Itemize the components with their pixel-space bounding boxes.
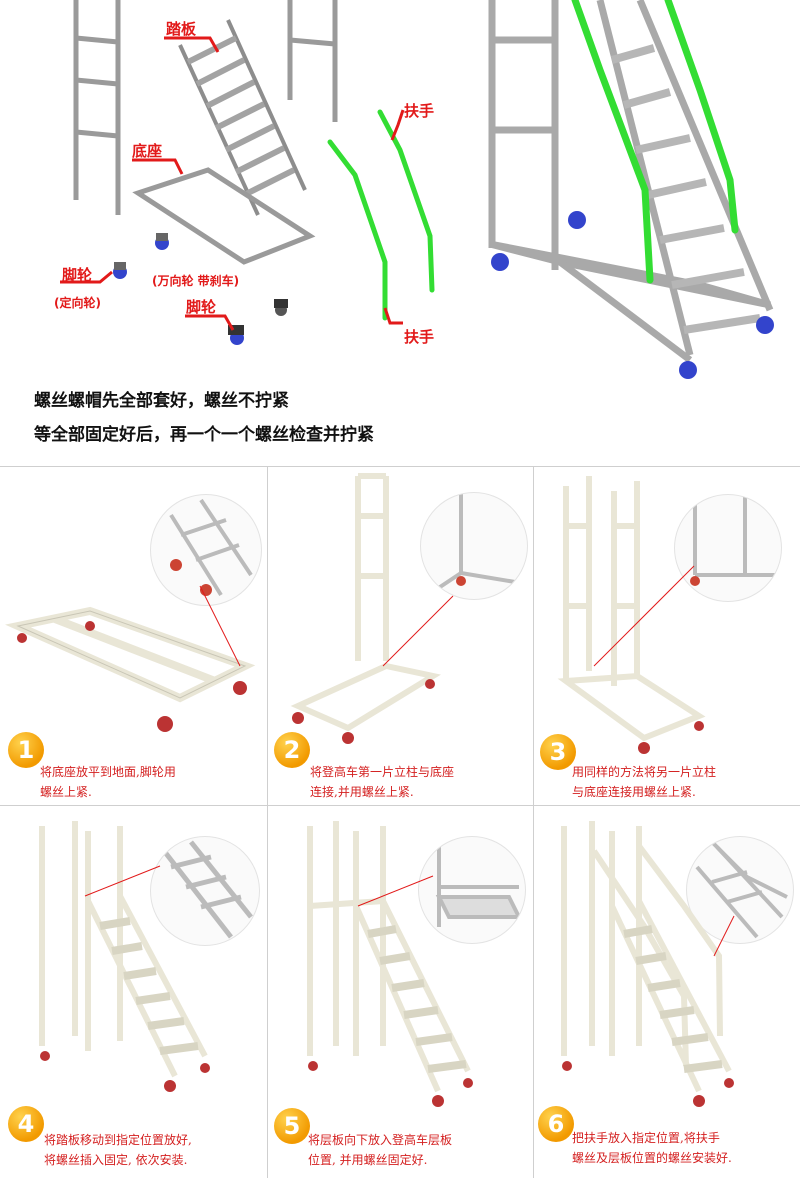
step-description-line2: 螺丝及层板位置的螺丝安装好. <box>572 1151 732 1165</box>
exploded-parts-illustration <box>60 0 800 380</box>
handrail-illustration <box>561 821 735 1107</box>
label-base: 底座 <box>132 142 163 160</box>
platform-illustration <box>307 821 473 1107</box>
label-handrail-lower: 扶手 <box>404 328 435 346</box>
step-description-line1: 将层板向下放入登高车层板 <box>308 1133 453 1147</box>
step-description-line2: 螺丝上紧. <box>40 785 92 799</box>
grid-top-divider <box>0 466 800 467</box>
step-description-line2: 位置, 并用螺丝固定好. <box>308 1153 428 1167</box>
base-frame-illustration <box>5 585 256 732</box>
step-description-line1: 把扶手放入指定位置,将扶手 <box>572 1131 720 1145</box>
step-number-badge: 2 <box>274 732 310 768</box>
step-description-line1: 将踏板移动到指定位置放好, <box>44 1133 192 1147</box>
zoom-inset <box>420 492 528 600</box>
step-number-badge: 3 <box>540 734 576 770</box>
instruction-line-2: 等全部固定好后，再一个一个螺丝检查并拧紧 <box>34 425 374 445</box>
step-card: 2 将登高车第一片立柱与底座 连接,并用螺丝上紧. <box>268 466 534 806</box>
caster-icon <box>113 233 288 345</box>
step-description-line1: 将底座放平到地面,脚轮用 <box>40 765 176 779</box>
label-handrail-upper: 扶手 <box>404 102 435 120</box>
step-description-line2: 将螺丝插入固定, 依次安装. <box>44 1153 188 1167</box>
zoom-inset <box>686 836 794 944</box>
step-card: 3 用同样的方法将另一片立柱 与底座连接用螺丝上紧. <box>534 466 800 806</box>
step-number-badge: 6 <box>538 1106 574 1142</box>
step-card: 5 将层板向下放入登高车层板 位置, 并用螺丝固定好. <box>268 806 534 1178</box>
label-tread: 踏板 <box>166 20 197 38</box>
instruction-line-1: 螺丝螺帽先全部套好，螺丝不拧紧 <box>34 391 289 411</box>
step-description-line1: 用同样的方法将另一片立柱 <box>572 765 717 779</box>
step-card: 4 将踏板移动到指定位置放好, 将螺丝插入固定, 依次安装. <box>0 806 268 1178</box>
step-card: 1 将底座放平到地面,脚轮用 螺丝上紧. <box>0 466 268 806</box>
label-caster-swivel: 脚轮 <box>186 298 217 316</box>
label-caster-swivel-note: (万向轮 带刹车) <box>152 274 240 288</box>
step-description-line1: 将登高车第一片立柱与底座 <box>310 765 455 779</box>
step-card: 6 把扶手放入指定位置,将扶手 螺丝及层板位置的螺丝安装好. <box>534 806 800 1178</box>
exploded-diagram: 踏板 底座 扶手 扶手 脚轮 (定向轮) (万向轮 带刹车) 脚轮 <box>0 0 800 380</box>
stairs-illustration <box>39 821 210 1092</box>
label-caster-fixed: 脚轮 <box>62 266 93 284</box>
step-number-badge: 4 <box>8 1106 44 1142</box>
zoom-inset <box>674 494 782 602</box>
step-description-line2: 连接,并用螺丝上紧. <box>310 785 414 799</box>
upright-illustration <box>290 473 454 744</box>
assembly-steps-grid: 1 将底座放平到地面,脚轮用 螺丝上紧. 2 将登高车第一片立柱与底座 连接,并… <box>0 466 800 1178</box>
zoom-inset <box>150 494 262 606</box>
step-number-badge: 1 <box>8 732 44 768</box>
two-uprights-illustration <box>557 476 706 754</box>
label-caster-fixed-note: (定向轮) <box>54 296 101 310</box>
step-number-badge: 5 <box>274 1108 310 1144</box>
zoom-inset <box>150 836 260 946</box>
step-description-line2: 与底座连接用螺丝上紧. <box>572 785 696 799</box>
